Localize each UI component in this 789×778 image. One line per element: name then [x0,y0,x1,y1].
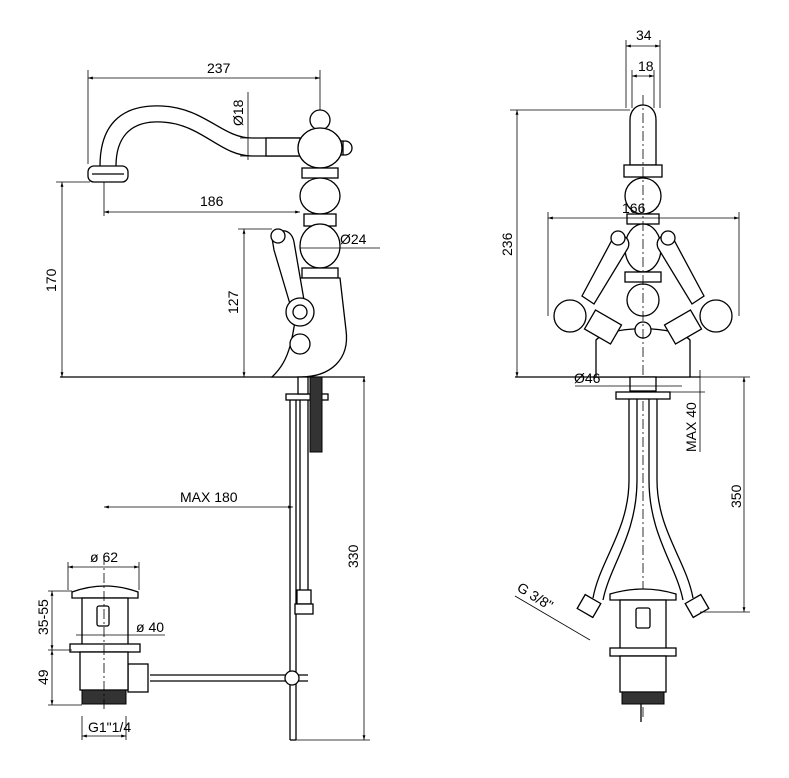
dim-35-55: 35-55 [35,599,51,635]
dim-o24: Ø24 [340,231,367,247]
dim-330: 330 [345,544,361,568]
dim-186: 186 [200,193,224,209]
front-waste-drain [609,588,677,722]
dim-236: 236 [499,232,515,256]
dim-49: 49 [35,669,51,685]
dim-o40: ø 40 [136,619,164,635]
dim-34: 34 [636,27,652,43]
waste-drain [69,555,141,710]
side-view-faucet [60,105,365,741]
dim-170: 170 [43,268,59,292]
side-view-dimensions: 237 Ø18 186 Ø24 170 127 MAX 180 330 ø 62… [35,60,380,741]
dim-g1-1-4: G1"1/4 [88,719,131,735]
dim-o46: Ø46 [574,370,601,386]
front-view-faucet [515,95,733,722]
dim-166: 166 [622,200,646,216]
dim-max-40: MAX 40 [683,402,699,452]
front-view-dimensions: 34 18 236 166 Ø46 MAX 40 350 G 3/8" [499,27,750,641]
right-handle [656,230,733,345]
dim-18: 18 [638,58,654,74]
dim-350: 350 [728,484,744,508]
hose-nut [296,589,312,605]
dim-o18: Ø18 [230,99,246,126]
spout [99,105,300,167]
dim-237: 237 [207,60,231,76]
dim-max-180: MAX 180 [180,489,238,505]
left-handle [553,230,630,345]
dim-o62: ø 62 [90,549,118,565]
finial [309,109,331,131]
dim-127: 127 [225,290,241,314]
